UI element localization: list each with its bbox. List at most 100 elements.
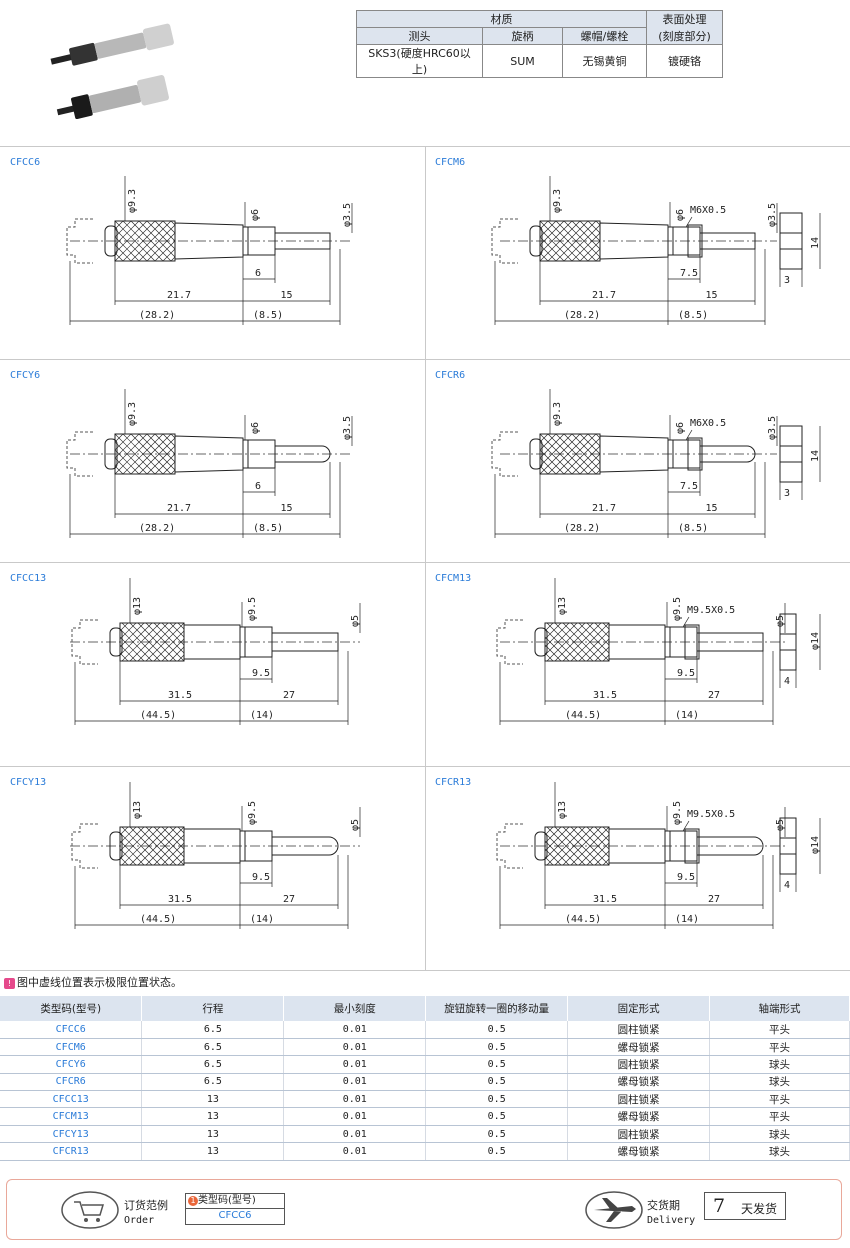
material-header: 材质: [356, 10, 647, 28]
tail-length-label: 27: [283, 894, 295, 905]
body-diameter-label: φ13: [132, 597, 143, 615]
spec-cell: 0.01: [283, 1038, 427, 1057]
cap-material: 无锡黄铜: [562, 44, 647, 78]
body-length-label: 31.5: [593, 690, 617, 701]
type-code-cell: CFCC6: [0, 1021, 143, 1039]
panel-label: CFCY6: [10, 370, 41, 381]
stroke-length-label: (14): [675, 914, 699, 925]
product-photo: [50, 23, 174, 119]
stroke-length-label: (14): [675, 710, 699, 721]
total-length-label: (28.2): [139, 310, 175, 321]
neck-diameter-label: φ9.5: [672, 597, 683, 621]
total-length-label: (44.5): [565, 710, 601, 721]
cart-icon: [61, 1191, 119, 1229]
neck-diameter-label: φ6: [250, 422, 261, 434]
tail-length-label: 15: [281, 503, 293, 514]
spec-cell: 球头: [709, 1142, 850, 1161]
spec-cell: 平头: [709, 1107, 850, 1126]
nut-side-view: [779, 212, 821, 287]
spec-cell: 螺母锁紧: [567, 1107, 711, 1126]
spec-cell: 平头: [709, 1090, 850, 1109]
type-code-cell: CFCC13: [0, 1090, 143, 1109]
spec-cell: 0.01: [283, 1125, 427, 1144]
spec-cell: 0.01: [283, 1073, 427, 1092]
panel-label: CFCY13: [10, 777, 47, 788]
tip-diameter-label: φ3.5: [767, 203, 778, 227]
spec-table-header: 类型码(型号) 行程 最小刻度 旋钮旋转一圈的移动量 固定形式 轴端形式: [0, 996, 850, 1021]
part-outline: [70, 823, 360, 869]
spec-cell: 平头: [709, 1038, 850, 1057]
cap-header: 螺帽/螺栓: [562, 27, 647, 45]
spec-cell: 6.5: [141, 1038, 285, 1057]
neck-length-label: 6: [255, 268, 261, 279]
type-code-cell: CFCM6: [0, 1038, 143, 1057]
part-outline: [491, 431, 777, 477]
nut-side-view: [779, 425, 821, 500]
total-length-label: (44.5): [565, 914, 601, 925]
spec-cell: 6.5: [141, 1055, 285, 1074]
probe-header: 测头: [356, 27, 483, 45]
panel-label: CFCC6: [10, 157, 41, 168]
part-outline: [66, 431, 352, 477]
spec-cell: 圆柱锁紧: [567, 1055, 711, 1074]
stroke-length-label: (14): [250, 914, 274, 925]
body-length-label: 21.7: [167, 503, 191, 514]
part-outline: [496, 823, 785, 869]
nut-width-label: 4: [784, 676, 790, 687]
spec-cell: 螺母锁紧: [567, 1038, 711, 1057]
neck-length-label: 9.5: [252, 872, 270, 883]
body-diameter-label: φ9.3: [552, 402, 563, 426]
probe-material: SKS3(硬度HRC60以上): [356, 44, 483, 78]
total-length-label: (44.5): [140, 710, 176, 721]
body-diameter-label: φ9.3: [127, 402, 138, 426]
spec-table: 类型码(型号) 行程 最小刻度 旋钮旋转一圈的移动量 固定形式 轴端形式 CFC…: [0, 996, 850, 1161]
nut-side-view: [779, 613, 821, 688]
tail-length-label: 27: [283, 690, 295, 701]
neck-diameter-label: φ6: [675, 422, 686, 434]
col-min-scale: 最小刻度: [283, 996, 427, 1021]
handle-material: SUM: [482, 44, 563, 78]
panel-label: CFCR13: [435, 777, 472, 788]
panel-label: CFCC13: [10, 573, 47, 584]
total-length-label: (28.2): [564, 523, 600, 534]
spec-cell: 0.5: [425, 1142, 569, 1161]
neck-diameter-label: φ9.5: [247, 801, 258, 825]
note-text: 图中虚线位置表示极限位置状态。: [17, 976, 182, 989]
stroke-length-label: (14): [250, 710, 274, 721]
spec-cell: 0.01: [283, 1055, 427, 1074]
spec-cell: 螺母锁紧: [567, 1142, 711, 1161]
tip-diameter-label: φ5: [350, 819, 361, 831]
body-diameter-label: φ13: [557, 801, 568, 819]
neck-diameter-label: φ9.5: [672, 801, 683, 825]
nut-side-view: [779, 817, 821, 892]
type-code-cell: CFCR6: [0, 1073, 143, 1092]
stroke-length-label: (8.5): [253, 310, 283, 321]
spec-cell: 13: [141, 1125, 285, 1144]
tail-length-label: 27: [708, 894, 720, 905]
surface-header: 表面处理: [646, 10, 723, 28]
spec-cell: 0.5: [425, 1073, 569, 1092]
nut-height-label: φ14: [810, 836, 821, 854]
code-badge: 1: [188, 1196, 198, 1206]
note-badge: !: [4, 978, 15, 989]
limit-note: !图中虚线位置表示极限位置状态。: [4, 974, 182, 990]
spec-cell: 13: [141, 1090, 285, 1109]
spec-cell: 0.01: [283, 1090, 427, 1109]
type-code-cell: CFCY6: [0, 1055, 143, 1074]
tip-diameter-label: φ5: [350, 615, 361, 627]
total-length-label: (44.5): [140, 914, 176, 925]
neck-length-label: 7.5: [680, 268, 698, 279]
delivery-box: 7 天发货: [704, 1192, 786, 1220]
neck-length-label: 6: [255, 481, 261, 492]
total-length-label: (28.2): [564, 310, 600, 321]
body-length-label: 31.5: [168, 690, 192, 701]
